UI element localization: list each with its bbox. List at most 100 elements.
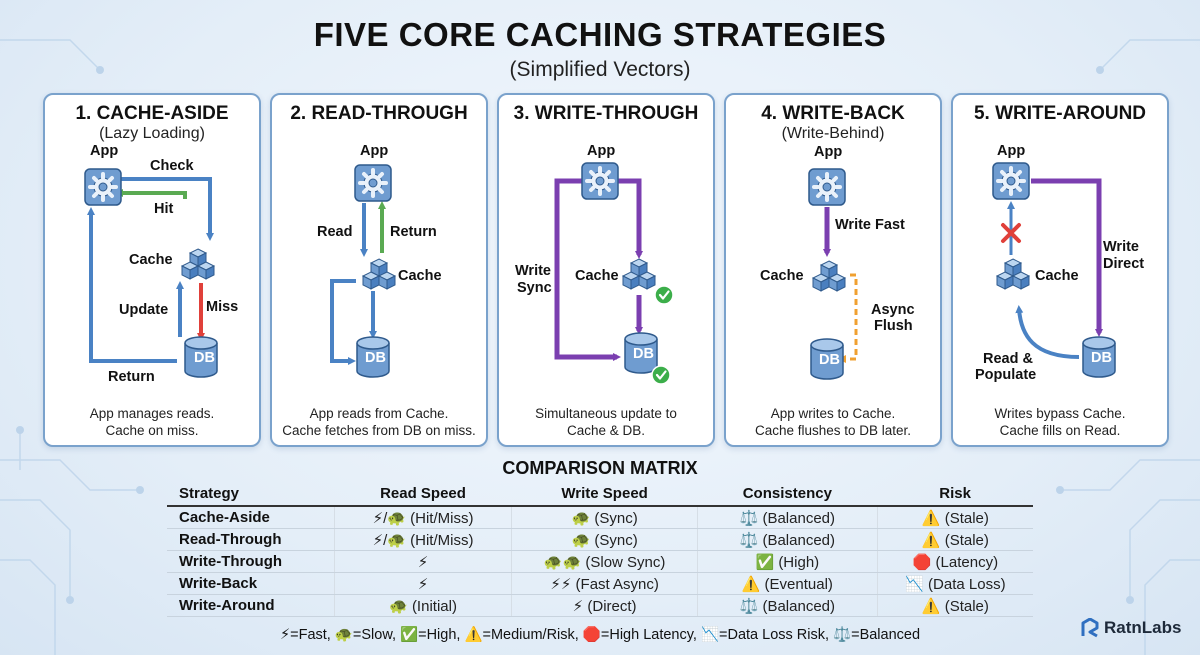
cubes-icon [363, 259, 395, 289]
cell-consistency: ⚠️ (Eventual) [697, 572, 878, 595]
cell-read-speed: 🐢 (Initial) [334, 594, 513, 617]
label-return: Return [108, 369, 155, 385]
return-arrow [87, 207, 177, 363]
label-write: Write [1103, 239, 1139, 255]
gear-icon [807, 167, 847, 207]
card-write-through: 3. WRITE-THROUGH App Write Sync Cache DB… [497, 93, 715, 447]
cell-consistency: ✅ (High) [697, 550, 878, 573]
write-direct-arrow [1031, 178, 1103, 337]
gear-icon [580, 161, 620, 201]
ratnlabs-logo-icon [1081, 618, 1099, 638]
header-risk: Risk [877, 481, 1033, 507]
label-miss: Miss [206, 299, 238, 315]
desc-line: Cache on miss. [105, 423, 199, 438]
brand-name: RatnLabs [1104, 618, 1182, 637]
header-read-speed: Read Speed [334, 481, 512, 507]
label-app: App [360, 143, 388, 159]
label-flush: Flush [874, 318, 913, 334]
comparison-matrix: Strategy Read Speed Write Speed Consiste… [167, 481, 1033, 617]
desc-line: Writes bypass Cache. [994, 406, 1126, 421]
cell-write-speed: ⚡⚡ (Fast Async) [511, 572, 698, 595]
label-app: App [90, 143, 118, 159]
matrix-header-row: Strategy Read Speed Write Speed Consiste… [167, 481, 1033, 507]
label-return: Return [390, 224, 437, 240]
check-circle-icon [650, 364, 672, 386]
desc-line: App reads from Cache. [309, 406, 449, 421]
header-write-speed: Write Speed [511, 481, 698, 507]
brand-logo: RatnLabs [1080, 618, 1181, 638]
label-cache: Cache [575, 268, 619, 284]
cell-risk: 📉 (Data Loss) [877, 572, 1033, 595]
cell-read-speed: ⚡/🐢 (Hit/Miss) [334, 506, 513, 529]
cell-strategy: Write-Back [167, 572, 335, 595]
cubes-icon [182, 249, 214, 279]
check-arrow [114, 177, 214, 241]
cell-risk: ⚠️ (Stale) [877, 506, 1033, 529]
fetch-arrow [330, 279, 356, 365]
cache-aside-diagram: App Check Hit Cache Update Miss DB Retur… [83, 143, 238, 385]
desc-line: App manages reads. [89, 406, 215, 421]
label-db: DB [365, 350, 386, 366]
card-description: Simultaneous update to Cache & DB. [503, 405, 709, 439]
read-populate-arrow [1015, 305, 1080, 359]
card-title: 4. WRITE-BACK [761, 103, 905, 124]
cell-strategy: Cache-Aside [167, 506, 335, 529]
table-row: Write-Around 🐢 (Initial) ⚡ (Direct) ⚖️ (… [167, 594, 1033, 617]
card-title: 1. CACHE-ASIDE [75, 103, 229, 124]
page-title: FIVE CORE CACHING STRATEGIES [313, 16, 887, 53]
write-around-diagram: App Write Direct Cache Read & Populate D… [975, 143, 1144, 383]
card-read-through: 2. READ-THROUGH App Read Return Cache DB… [270, 93, 488, 447]
write-through-diagram: App Write Sync Cache DB [515, 143, 675, 386]
cell-risk: 🛑 (Latency) [877, 550, 1033, 573]
label-direct: Direct [1103, 256, 1144, 272]
label-populate: Populate [975, 367, 1036, 383]
cell-risk: ⚠️ (Stale) [877, 528, 1033, 551]
label-cache: Cache [398, 268, 442, 284]
check-circle-icon [653, 284, 675, 306]
gear-icon [353, 163, 393, 203]
header-consistency: Consistency [697, 481, 878, 507]
desc-line: Cache & DB. [566, 423, 646, 438]
cell-consistency: ⚖️ (Balanced) [697, 528, 878, 551]
label-write: Write [515, 263, 551, 279]
cell-write-speed: 🐢 (Sync) [511, 528, 698, 551]
cell-risk: ⚠️ (Stale) [877, 594, 1033, 617]
label-cache: Cache [760, 268, 804, 284]
label-update: Update [119, 302, 168, 318]
label-write-fast: Write Fast [835, 217, 905, 233]
app-cache-arrow [618, 178, 643, 259]
card-title: 3. WRITE-THROUGH [513, 103, 699, 124]
label-sync: Sync [517, 280, 552, 296]
card-title: 2. READ-THROUGH [290, 103, 468, 124]
cubes-icon [997, 259, 1029, 289]
cell-strategy: Write-Through [167, 550, 335, 573]
desc-line: Simultaneous update to [535, 406, 677, 421]
gear-icon [83, 167, 123, 207]
async-flush-arrow [838, 273, 858, 363]
card-description: App writes to Cache. Cache flushes to DB… [730, 405, 936, 439]
header-strategy: Strategy [167, 481, 335, 507]
label-db: DB [819, 352, 840, 368]
table-row: Cache-Aside ⚡/🐢 (Hit/Miss) 🐢 (Sync) ⚖️ (… [167, 506, 1033, 529]
cell-write-speed: 🐢🐢 (Slow Sync) [511, 550, 698, 573]
cubes-icon [813, 261, 845, 291]
page-subtitle: (Simplified Vectors) [509, 58, 691, 81]
label-db: DB [194, 350, 215, 366]
matrix-title: COMPARISON MATRIX [502, 458, 698, 478]
write-sync-arrow [554, 178, 621, 361]
table-row: Write-Back ⚡ ⚡⚡ (Fast Async) ⚠️ (Eventua… [167, 572, 1033, 595]
cell-strategy: Read-Through [167, 528, 335, 551]
card-description: App reads from Cache. Cache fetches from… [276, 405, 482, 439]
card-subtitle: (Lazy Loading) [99, 125, 205, 142]
cell-consistency: ⚖️ (Balanced) [697, 506, 878, 529]
card-description: Writes bypass Cache. Cache fills on Read… [957, 405, 1163, 439]
desc-line: Cache fills on Read. [999, 423, 1121, 438]
label-cache: Cache [1035, 268, 1079, 284]
label-db: DB [1091, 350, 1112, 366]
label-hit: Hit [154, 201, 174, 217]
card-write-back: 4. WRITE-BACK (Write-Behind) App Write F… [724, 93, 942, 447]
label-read: Read [317, 224, 352, 240]
write-back-diagram: App Write Fast Cache Async Flush DB [760, 144, 915, 380]
label-app: App [814, 144, 842, 160]
card-cache-aside: 1. CACHE-ASIDE (Lazy Loading) App Check … [43, 93, 261, 447]
